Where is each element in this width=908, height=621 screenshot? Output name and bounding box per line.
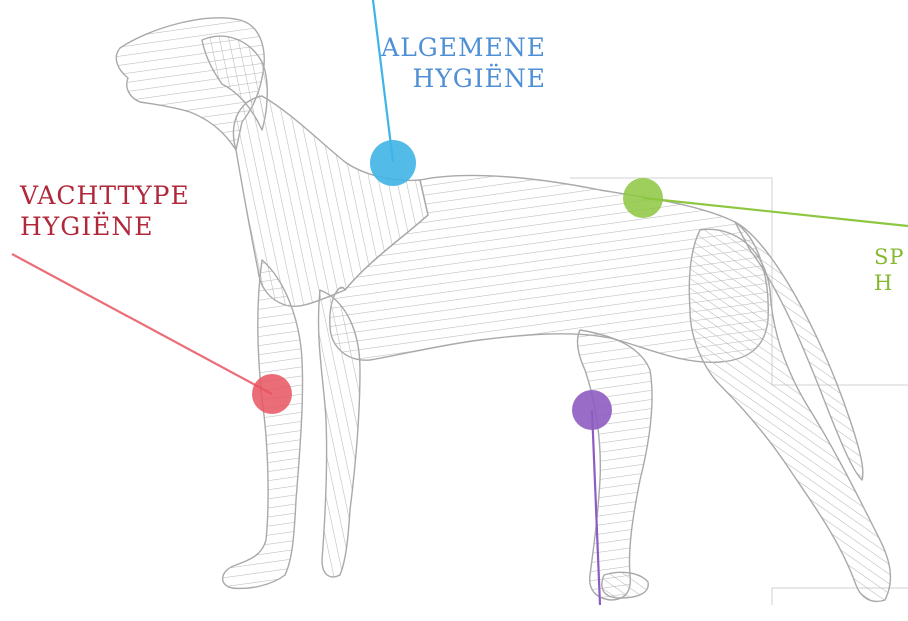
vachttype-hygiene-label: VACHTTYPE HYGIËNE (20, 180, 190, 243)
dog-hind-leg-2 (578, 330, 652, 600)
algemene-hygiene-marker (370, 140, 416, 186)
vachttype-hygiene-marker (252, 374, 292, 414)
dog-front-leg-2 (319, 290, 360, 577)
dog-body (116, 18, 890, 602)
dog-paw (602, 572, 648, 598)
sport-hygiene-label-partial: SP H (874, 244, 905, 297)
dog-front-leg (223, 260, 303, 588)
algemene-hygiene-label: ALGEMENE HYGIËNE (368, 32, 546, 95)
sport-hygiene-marker (623, 178, 663, 218)
purple-marker (572, 390, 612, 430)
